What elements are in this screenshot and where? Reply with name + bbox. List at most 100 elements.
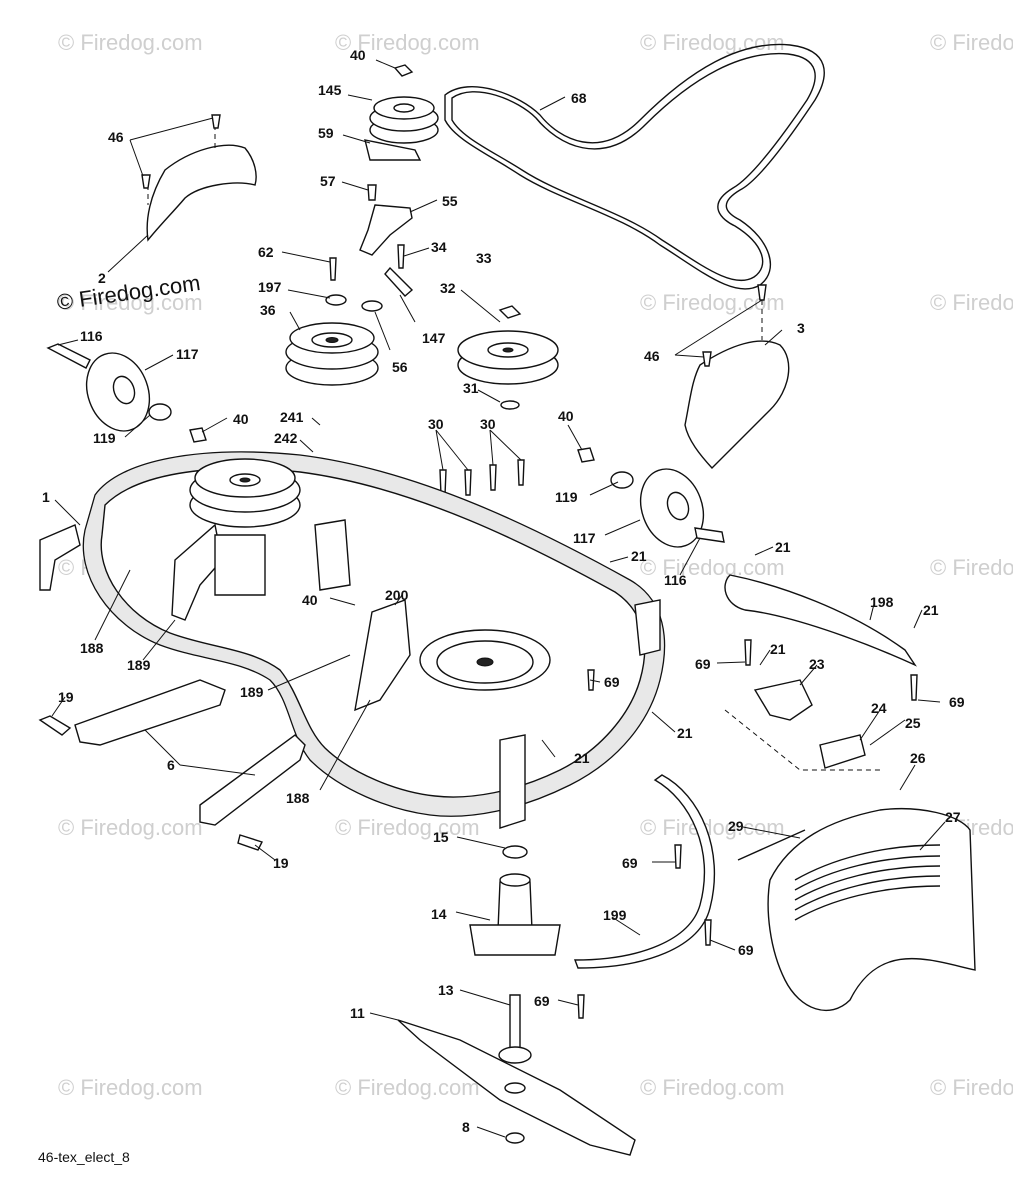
part-label: 68 (571, 90, 587, 106)
wheel-117-right (577, 447, 725, 548)
discharge-chute-27 (737, 808, 976, 1011)
part-label: 46 (108, 129, 124, 145)
part-label: 15 (433, 829, 449, 845)
watermark: © Firedog.com (335, 815, 480, 840)
part-label: 117 (573, 530, 596, 546)
part-label: 119 (555, 489, 578, 505)
watermark: © Firedog.com (930, 290, 1013, 315)
watermark: © Firedog.com (58, 30, 203, 55)
part-label: 30 (480, 416, 496, 432)
spindle-housing-14 (469, 845, 561, 956)
part-label: 189 (240, 684, 264, 700)
part-label: 29 (728, 818, 744, 834)
diagram-code: 46-tex_elect_8 (38, 1149, 130, 1165)
wheel-117-left (46, 343, 207, 443)
nut-40-top (375, 59, 414, 77)
part-label: 26 (910, 750, 926, 766)
part-label: 3 (797, 320, 805, 336)
part-label: 119 (93, 430, 116, 446)
part-label: 21 (574, 750, 590, 766)
part-label: 188 (286, 790, 310, 806)
baffle-198 (724, 574, 917, 667)
part-label: 21 (677, 725, 693, 741)
part-label: 6 (167, 757, 175, 773)
leader-lines (51, 94, 946, 1138)
part-label: 69 (949, 694, 965, 710)
watermark: © Firedog.com (58, 290, 203, 315)
part-label: 40 (558, 408, 574, 424)
part-label: 241 (280, 409, 304, 425)
part-label: 116 (664, 572, 687, 588)
part-label: 2 (98, 270, 106, 286)
watermark: © Firedog.com (930, 1075, 1013, 1100)
watermark: © Firedog.com (640, 30, 785, 55)
part-label: 21 (923, 602, 939, 618)
part-label: 200 (385, 587, 409, 603)
part-label: 116 (80, 328, 103, 344)
part-label: 69 (622, 855, 638, 871)
part-label: 62 (258, 244, 274, 260)
part-label: 32 (440, 280, 456, 296)
bolts-30 (435, 429, 525, 496)
part-label: 242 (274, 430, 298, 446)
bracket-189 (171, 523, 266, 621)
watermark: © Firedog.com (640, 815, 785, 840)
part-label: 69 (695, 656, 711, 672)
part-label: 69 (604, 674, 620, 690)
watermark: © Firedog.com (930, 555, 1013, 580)
bolt-8 (505, 1132, 525, 1144)
part-label: 198 (870, 594, 894, 610)
pulley-145 (364, 96, 439, 161)
part-label: 69 (534, 993, 550, 1009)
part-label: 59 (318, 125, 334, 141)
part-label: 23 (809, 656, 825, 672)
part-label: 188 (80, 640, 104, 656)
bolts-69 (577, 639, 918, 1019)
part-label: 36 (260, 302, 276, 318)
part-label: 40 (350, 47, 366, 63)
watermark: © Firedog.com (58, 1075, 203, 1100)
part-label: 145 (318, 82, 342, 98)
part-label: 21 (770, 641, 786, 657)
watermark: © Firedog.com (640, 555, 785, 580)
part-label: 57 (320, 173, 336, 189)
deck-pulley (189, 458, 301, 528)
part-label: 34 (431, 239, 447, 255)
part-label: 55 (442, 193, 458, 209)
part-label: 199 (603, 907, 627, 923)
part-label: 14 (431, 906, 447, 922)
part-label: 8 (462, 1119, 470, 1135)
watermark: © Firedog.com (58, 815, 203, 840)
part-label: 13 (438, 982, 454, 998)
part-label: 24 (871, 700, 887, 716)
rod-199 (573, 774, 716, 969)
watermark: © Firedog.com (930, 30, 1013, 55)
part-label: 21 (775, 539, 791, 555)
part-labels: 40 145 68 46 59 57 55 2 62 34 33 197 32 … (42, 47, 965, 1135)
blade-11 (397, 1019, 636, 1156)
part-label: 56 (392, 359, 408, 375)
part-label: 33 (476, 250, 492, 266)
watermark: © Firedog.com (335, 30, 480, 55)
watermark: © Firedog.com (335, 1075, 480, 1100)
watermark: © Firedog.com (640, 1075, 785, 1100)
part-label: 31 (463, 380, 479, 396)
part-label: 25 (905, 715, 921, 731)
part-label: 27 (945, 809, 961, 825)
pulley-36 (285, 322, 379, 386)
shield-3 (674, 284, 790, 470)
bracket-23 (724, 679, 880, 771)
part-label: 21 (631, 548, 647, 564)
bracket-200 (314, 519, 411, 712)
part-label: 69 (738, 942, 754, 958)
pulley-32 (457, 305, 559, 410)
part-label: 19 (58, 689, 74, 705)
idler-bracket-55 (325, 184, 414, 312)
deck-housing-1 (39, 451, 666, 829)
part-label: 117 (176, 346, 199, 362)
belt-68 (444, 43, 825, 290)
part-label: 19 (273, 855, 289, 871)
part-label: 147 (422, 330, 446, 346)
shield-2 (129, 114, 257, 242)
part-label: 40 (233, 411, 249, 427)
